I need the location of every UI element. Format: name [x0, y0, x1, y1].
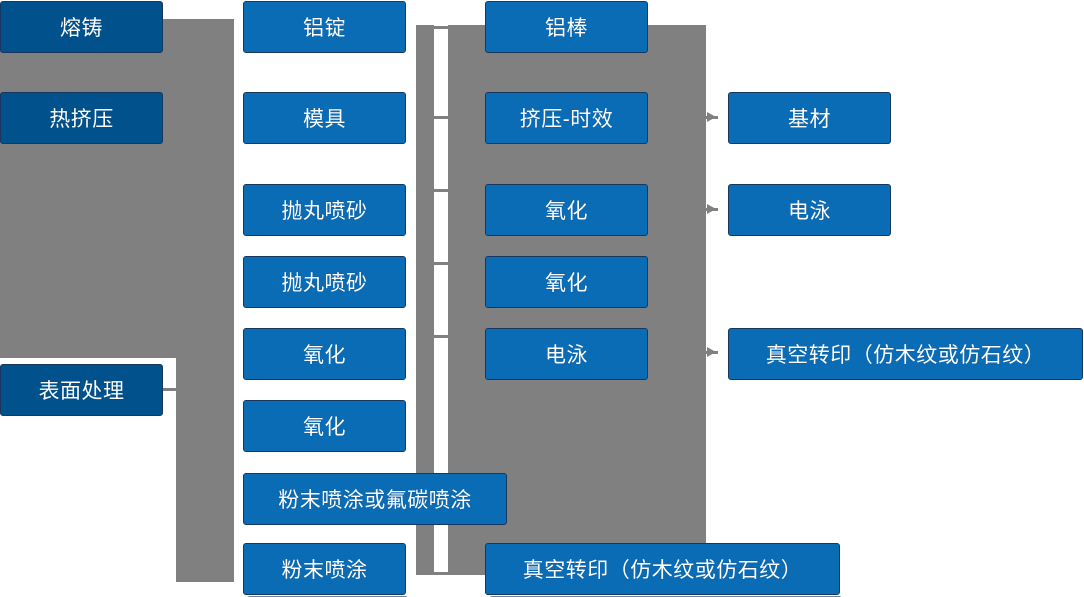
process-box-shot-blasting-2[interactable]: 抛丸喷砂 — [243, 256, 408, 310]
mid-rung-4 — [430, 262, 452, 265]
mid-rail-gap-5 — [434, 338, 448, 508]
process-box-oxidation-2[interactable]: 氧化 — [243, 400, 408, 454]
treatment-box-electrophoresis[interactable]: 电泳 — [485, 328, 650, 382]
arrow-spine-to-c2-2 — [222, 102, 234, 118]
process-box-label: 粉末喷涂 — [281, 559, 368, 582]
mid-rail-gap-1 — [434, 28, 448, 116]
mid-rail-gap-4 — [434, 265, 448, 335]
stage-box-label: 熔铸 — [60, 17, 103, 40]
process-box-shot-blasting-1[interactable]: 抛丸喷砂 — [243, 184, 408, 238]
mid-rail-narrow — [416, 25, 434, 575]
output-box-label: 电泳 — [788, 200, 831, 223]
arrow-to-c4-2 — [707, 204, 716, 214]
down-arrow-to-surface-treatment — [67, 330, 83, 341]
stage-box-surface-treatment[interactable]: 表面处理 — [0, 364, 165, 418]
arrow-spine-to-c2-5 — [222, 340, 234, 356]
process-box-label: 氧化 — [303, 416, 346, 439]
process-box-powder-coating[interactable]: 粉末喷涂 — [243, 543, 408, 597]
mid-rail-gap-3 — [434, 192, 448, 262]
process-box-label: 氧化 — [303, 344, 346, 367]
treatment-box-label: 氧化 — [545, 200, 588, 223]
process-box-label: 抛丸喷砂 — [281, 272, 368, 295]
mid-rung-1 — [430, 26, 452, 29]
mid-rail-gap-2 — [434, 119, 448, 189]
treatment-box-oxidation-2[interactable]: 氧化 — [485, 256, 650, 310]
treatment-box-label: 真空转印（仿木纹或仿石纹） — [522, 559, 803, 582]
spine-notch — [0, 358, 176, 368]
arrow-spine-to-c2-8 — [222, 561, 234, 577]
treatment-box-vacuum-transfer-printing[interactable]: 真空转印（仿木纹或仿石纹） — [485, 543, 842, 597]
treatment-box-label: 挤压-时效 — [519, 108, 614, 131]
treatment-box-label: 电泳 — [545, 344, 588, 367]
mid-rung-5 — [430, 335, 452, 338]
treatment-box-oxidation-1[interactable]: 氧化 — [485, 184, 650, 238]
mid-rail-gap-6 — [434, 511, 448, 575]
process-box-label: 模具 — [303, 108, 346, 131]
arrow-spine-to-c2-6 — [222, 408, 234, 424]
mid-rung-7 — [430, 572, 452, 575]
treatment-box-label: 铝棒 — [545, 17, 588, 40]
mid-rung-3 — [430, 189, 452, 192]
process-box-powder-or-fluorocarbon-coating[interactable]: 粉末喷涂或氟碳喷涂 — [243, 473, 509, 527]
process-box-oxidation-1[interactable]: 氧化 — [243, 328, 408, 382]
output-box-electrophoresis[interactable]: 电泳 — [728, 184, 893, 238]
arrow-spine-to-c2-3 — [222, 184, 234, 200]
treatment-box-aluminum-bar[interactable]: 铝棒 — [485, 1, 650, 55]
spine-lower-block — [176, 358, 234, 582]
output-box-base-material[interactable]: 基材 — [728, 92, 893, 146]
process-box-mold[interactable]: 模具 — [243, 92, 408, 146]
treatment-box-label: 氧化 — [545, 272, 588, 295]
connector-surface-treatment — [160, 388, 182, 391]
arrow-spine-to-c2-4 — [222, 256, 234, 272]
mid-rung-2 — [430, 116, 452, 119]
stage-box-hot-extrusion[interactable]: 热挤压 — [0, 92, 165, 146]
arrow-spine-to-c2-1 — [222, 19, 234, 35]
treatment-box-extrusion-aging[interactable]: 挤压-时效 — [485, 92, 650, 146]
output-box-label: 基材 — [788, 108, 831, 131]
stage-box-label: 热挤压 — [49, 108, 114, 131]
arrow-spine-to-c2-7 — [222, 483, 234, 499]
arrow-to-c4-1 — [707, 112, 716, 122]
output-box-vacuum-transfer-printing[interactable]: 真空转印（仿木纹或仿石纹） — [728, 328, 1084, 382]
process-box-aluminum-ingot[interactable]: 铝锭 — [243, 1, 408, 55]
stage-box-label: 表面处理 — [38, 380, 125, 403]
stage-box-melt-casting[interactable]: 熔铸 — [0, 1, 165, 55]
process-box-label: 铝锭 — [303, 17, 346, 40]
output-box-label: 真空转印（仿木纹或仿石纹） — [765, 344, 1046, 367]
process-box-label: 粉末喷涂或氟碳喷涂 — [278, 489, 472, 512]
arrow-to-c4-3 — [707, 347, 716, 357]
process-box-label: 抛丸喷砂 — [281, 200, 368, 223]
spine-upper-block — [0, 19, 234, 358]
down-arrow-to-hot-extrusion — [67, 74, 83, 85]
